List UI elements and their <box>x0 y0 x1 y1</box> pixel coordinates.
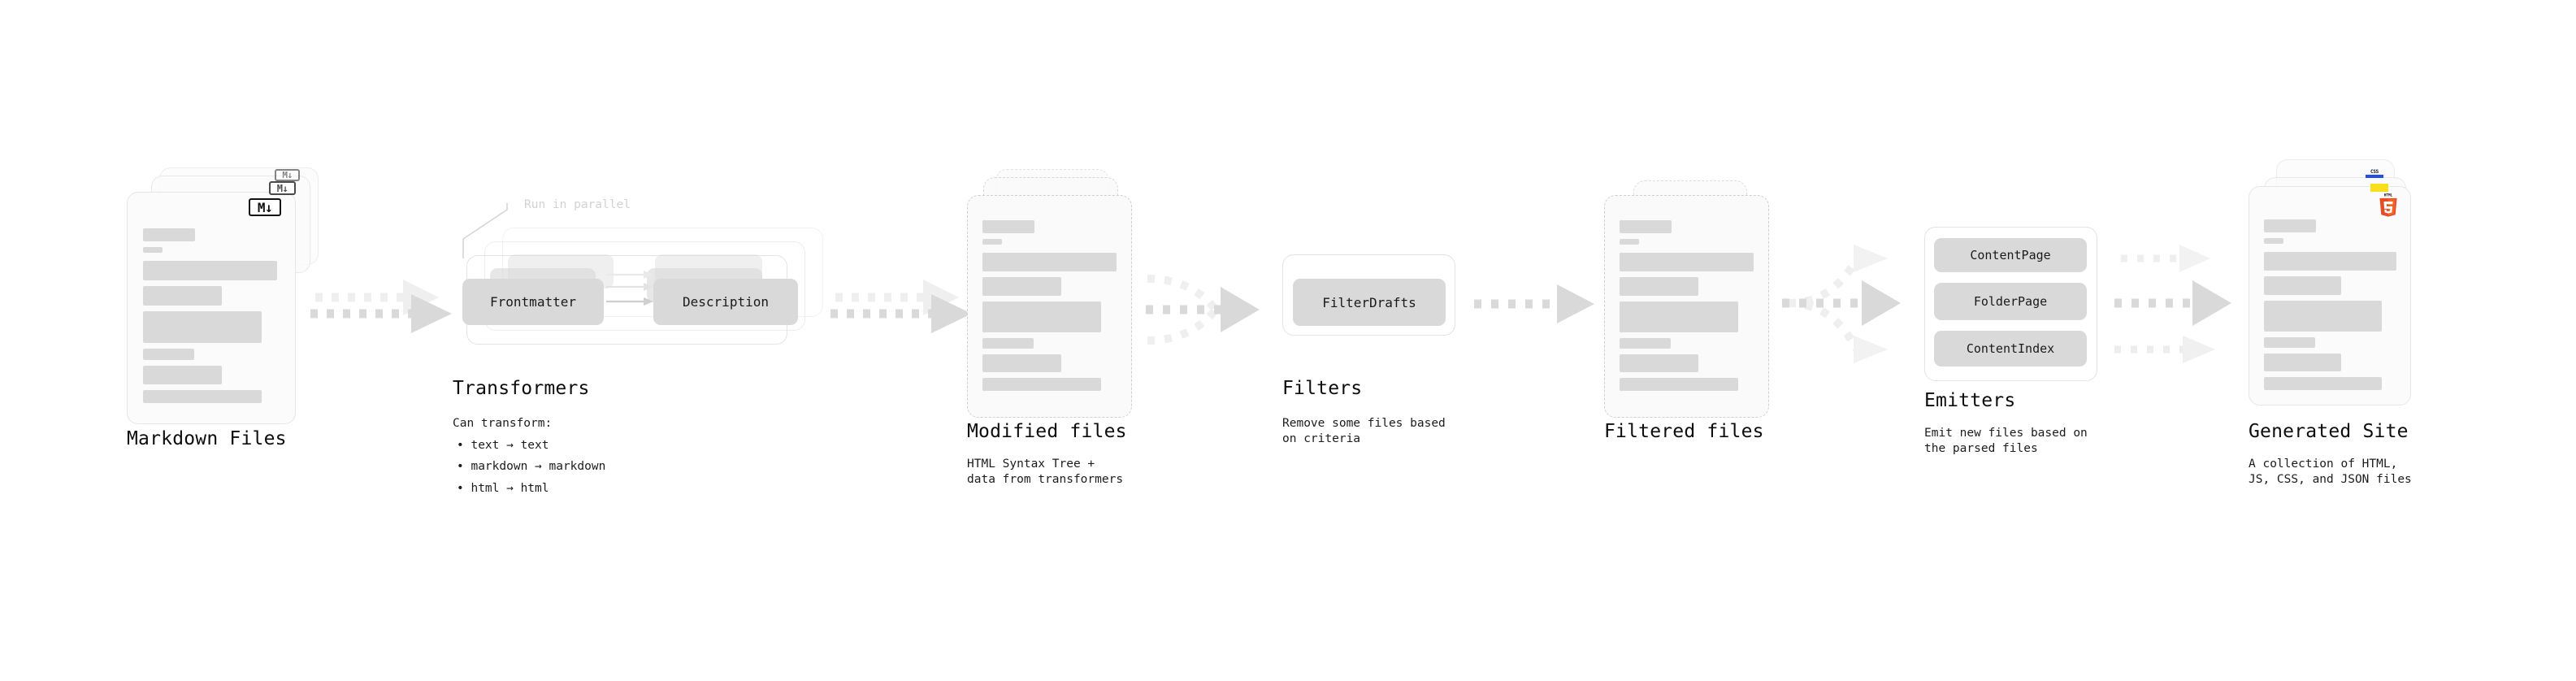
filtered-file-skeleton <box>1620 220 1754 397</box>
arrow-filters-to-filtered <box>1474 284 1594 323</box>
markdown-file-skeleton <box>143 228 281 409</box>
modified-file-skeleton <box>982 220 1117 397</box>
generated-site-description: A collection of HTML, JS, CSS, and JSON … <box>2249 458 2412 486</box>
arrow-modified-to-filters <box>1146 275 1260 345</box>
transformers-description: Can transform: <box>453 417 553 430</box>
transformers-bullet-1: • markdown → markdown <box>457 460 606 473</box>
markdown-badge-mid: M↓ <box>269 181 296 195</box>
modified-file-card-front <box>967 195 1132 418</box>
filters-box <box>1282 254 1455 336</box>
chip-contentpage[interactable]: ContentPage <box>1934 238 2087 272</box>
filters-description: Remove some files based on criteria <box>1282 417 1446 445</box>
markdown-file-card-front <box>127 192 296 424</box>
arrow-transformers-to-modified <box>830 280 972 333</box>
arrow-emitters-to-site <box>2114 245 2231 363</box>
chip-filterdrafts-label: FilterDrafts <box>1322 294 1416 310</box>
markdown-badge-mid-label: M↓ <box>276 182 288 194</box>
chip-folderpage-label: FolderPage <box>1973 294 2048 309</box>
markdown-badge-back: M↓ <box>275 169 300 181</box>
svg-text:HTML: HTML <box>2384 193 2393 197</box>
emitters-heading: Emitters <box>1924 390 2016 411</box>
chip-description-front[interactable]: Description <box>653 279 798 325</box>
css-badge-label: CSS <box>2370 169 2379 175</box>
filtered-files-heading: Filtered files <box>1604 421 1764 442</box>
modified-files-heading: Modified files <box>967 421 1127 442</box>
css-badge: CSS <box>2366 169 2383 178</box>
filters-heading: Filters <box>1282 378 1363 399</box>
chip-contentindex[interactable]: ContentIndex <box>1934 331 2087 367</box>
arrow-markdown-to-transformers <box>310 280 452 333</box>
markdown-badge-back-label: M↓ <box>282 170 293 180</box>
chip-description-label: Description <box>683 294 769 310</box>
markdown-badge-front-label: M↓ <box>257 199 273 215</box>
transformers-bullet-2: • html → html <box>457 482 549 495</box>
transformers-heading: Transformers <box>453 378 590 399</box>
chip-filterdrafts[interactable]: FilterDrafts <box>1293 279 1446 326</box>
emitters-description: Emit new files based on the parsed files <box>1924 427 2088 455</box>
chip-contentindex-label: ContentIndex <box>1966 341 2055 356</box>
site-card-front <box>2249 186 2411 406</box>
js-badge <box>2370 184 2388 192</box>
generated-site-heading: Generated Site <box>2249 421 2409 442</box>
filtered-file-card-front <box>1604 195 1769 418</box>
emitters-box <box>1924 227 2097 381</box>
site-file-skeleton <box>2264 219 2396 396</box>
chip-contentpage-label: ContentPage <box>1970 248 2051 262</box>
html5-badge: HTML <box>2378 193 2399 217</box>
chip-frontmatter-label: Frontmatter <box>490 294 576 310</box>
modified-files-description: HTML Syntax Tree + data from transformer… <box>967 458 1124 486</box>
markdown-files-heading: Markdown Files <box>127 428 287 449</box>
markdown-badge-front: M↓ <box>249 198 281 216</box>
run-in-parallel-note: Run in parallel <box>524 198 631 211</box>
chip-frontmatter-front[interactable]: Frontmatter <box>462 279 604 325</box>
transformers-bullet-0: • text → text <box>457 439 549 452</box>
chip-folderpage[interactable]: FolderPage <box>1934 283 2087 320</box>
arrow-filtered-to-emitters <box>1782 245 1901 363</box>
